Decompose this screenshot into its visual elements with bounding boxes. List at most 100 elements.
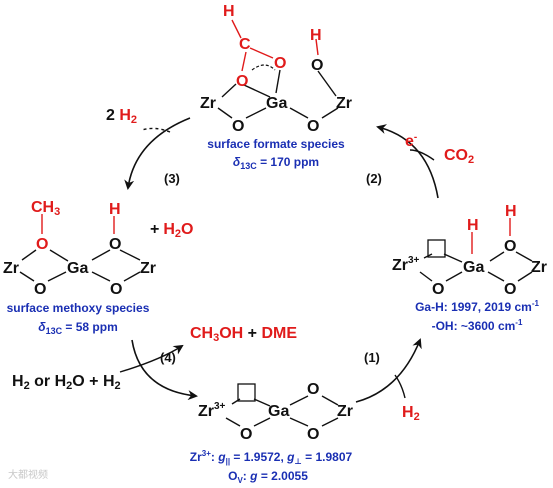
resonance-dashed: [251, 64, 276, 71]
vacancy-atom-o-top: O: [307, 381, 319, 398]
vacancy-epr-ov: OV: g = 2.0055: [228, 469, 308, 485]
formate-atom-oh-o: O: [311, 57, 323, 74]
bond-zr-vac: [423, 253, 433, 259]
bond-oh-h: [315, 38, 319, 56]
hydride-atom-ga: Ga: [463, 259, 484, 276]
hydride-atom-o-bl: O: [432, 281, 444, 298]
arrow-step3-branch: [141, 127, 171, 133]
formate-atom-o2: O: [274, 55, 286, 72]
step1-label: (1): [364, 350, 380, 365]
formate-atom-zr-right: Zr: [336, 95, 352, 112]
vacancy-atom-o-br: O: [307, 426, 319, 443]
methoxy-atom-zr-right: Zr: [140, 260, 156, 277]
bond-o-br-zr: [517, 271, 533, 282]
bond-o-bl-ga: [445, 271, 463, 282]
formate-atom-h: H: [223, 3, 235, 20]
bond-ga-o-br: [289, 417, 309, 427]
methoxy-structure: CH3 O H O Zr Ga Zr O O +H2O surface meth…: [3, 199, 193, 336]
vacancy-atom-zr-right: Zr: [337, 403, 353, 420]
reagent-2h2: 2 H2: [106, 107, 137, 126]
hydride-atom-zr-right: Zr: [531, 259, 547, 276]
bond-ga-o-br: [91, 271, 111, 282]
formate-atom-c: C: [239, 36, 251, 53]
bond-c-o2: [249, 47, 274, 59]
methoxy-atom-oh-h: H: [109, 201, 121, 218]
bond-o2-ga: [275, 69, 281, 94]
bond-ga-o-br: [289, 107, 309, 119]
bond-o-bl-ga: [245, 107, 267, 119]
hydride-atom-oh-o: O: [504, 238, 516, 255]
methoxy-atom-oh-o: O: [109, 236, 121, 253]
hydride-atom-o-br: O: [504, 281, 516, 298]
bond-zr-vac: [231, 398, 241, 405]
bond-o-bl-ga: [253, 417, 271, 427]
hydride-atom-oh-h: H: [505, 203, 517, 220]
bond-oh-zr: [119, 249, 141, 261]
methoxy-atom-ch3: CH3: [31, 199, 60, 218]
product-ch3oh-dme: CH3OH + DME: [190, 325, 297, 344]
hydride-atom-h-ga: H: [467, 217, 479, 234]
methoxy-caption: surface methoxy species: [7, 301, 150, 315]
bond-o1-ga: [243, 84, 271, 98]
formate-atom-zr-left: Zr: [200, 95, 216, 112]
bond-vac-ga: [443, 253, 463, 263]
hydride-structure: Zr3+ H H O Ga Zr O O Ga-H: 1997, 2019 cm…: [392, 203, 547, 333]
hydride-gah-label: Ga-H: 1997, 2019 cm-1: [415, 299, 539, 314]
bond-zr-o-bl: [225, 417, 241, 427]
vacancy-atom-o-bl: O: [240, 426, 252, 443]
bond-o-top-zr: [321, 395, 339, 406]
bond-ga-o-br: [487, 271, 505, 282]
vacancy-atom-zr3: Zr3+: [198, 401, 226, 420]
formate-atom-o-br: O: [307, 118, 319, 135]
bond-o-br-zr: [321, 417, 339, 427]
bond-zr-o-bl: [19, 271, 35, 282]
methoxy-shift: δ13C = 58 ppm: [38, 320, 118, 336]
bond-zr-o-bl: [419, 271, 433, 282]
methoxy-atom-o-br: O: [110, 281, 122, 298]
step4-label: (4): [160, 350, 176, 365]
watermark-text: 大都视频: [8, 468, 48, 481]
methoxy-atom-o-methoxy: O: [36, 236, 48, 253]
arrow-step1: [355, 338, 422, 403]
methoxy-atom-zr-left: Zr: [3, 260, 19, 277]
arrow-step3: [124, 117, 191, 190]
vacancy-atom-ga: Ga: [268, 403, 289, 420]
arrow-step1-branch: [394, 374, 406, 399]
bond-vac-ga: [253, 398, 271, 407]
vacancy-square-icon: [427, 239, 446, 258]
bond-o-zr: [21, 249, 37, 261]
bond-c-o1: [241, 51, 247, 72]
step3-label: (3): [164, 171, 180, 186]
methoxy-atom-ga: Ga: [67, 260, 88, 277]
arrow-step2-branch: [409, 149, 435, 161]
bond-o-bl-ga: [47, 271, 67, 282]
reagent-h2-step1: H2: [402, 404, 420, 423]
bond-o-br-zr: [123, 271, 141, 282]
vacancy-epr-zr: Zr3+: g|| = 1.9572, g⊥ = 1.9807: [190, 449, 353, 466]
bond-oh-zr: [317, 70, 337, 97]
vacancy-structure: Zr3+ Ga Zr O O O Zr3+: g|| = 1.9572, g⊥ …: [190, 381, 353, 485]
formate-structure: H C O O H O Zr Ga Zr O O surface formate…: [200, 3, 352, 171]
formate-atom-o1: O: [236, 73, 248, 90]
reagent-eminus: e-: [405, 132, 417, 150]
formate-atom-ga: Ga: [266, 95, 287, 112]
bond-zr-o-bl: [217, 107, 233, 119]
bond-o-br-zr: [321, 107, 339, 119]
methoxy-atom-o-bl: O: [34, 281, 46, 298]
bond-h-c: [231, 19, 242, 39]
formate-atom-o-bl: O: [232, 118, 244, 135]
bond-oh-zr: [515, 251, 533, 262]
bond-o1-zr: [221, 83, 237, 98]
vacancy-square-icon: [237, 383, 256, 402]
reagent-co2: CO2: [444, 147, 474, 166]
bond-ga-o-top: [289, 395, 309, 406]
formate-caption: surface formate species: [207, 137, 345, 151]
formate-shift: δ13C = 170 ppm: [233, 155, 319, 171]
formate-atom-oh-h: H: [310, 27, 322, 44]
bond-oh-ga: [489, 251, 505, 262]
methoxy-water: +H2O: [150, 221, 193, 240]
reagent-h2-or-h2o: H2 or H2O + H2: [12, 373, 121, 392]
arrow-step4: [131, 339, 198, 401]
arrow-step4-product: [119, 344, 184, 373]
